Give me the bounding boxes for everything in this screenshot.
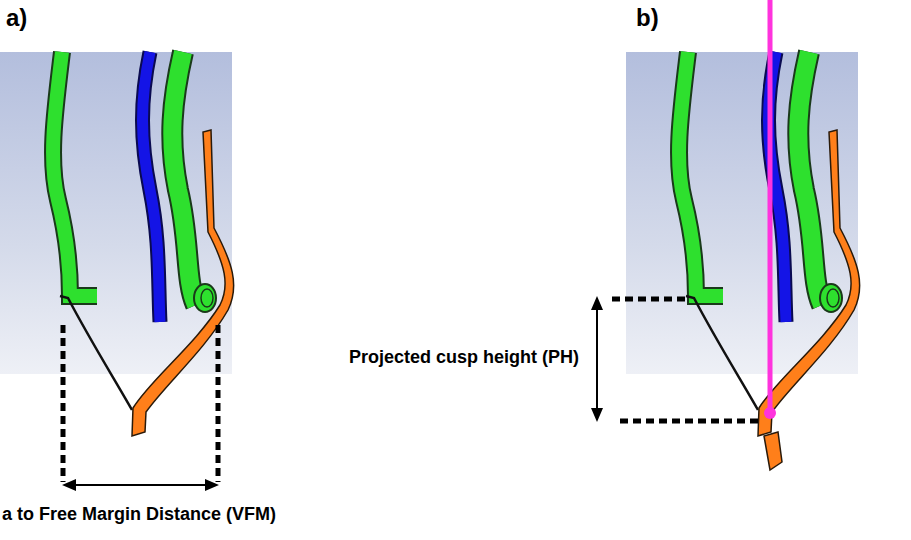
dotted-guide: [620, 419, 762, 424]
projection-line: [768, 0, 773, 412]
dotted-guide: [216, 325, 221, 482]
panel-letter: a): [6, 4, 27, 32]
dotted-guide: [61, 325, 66, 482]
dimension-label: a to Free Margin Distance (VFM): [2, 504, 276, 525]
dotted-guide: [612, 297, 686, 302]
dimension-arrow: [72, 484, 209, 486]
panel-letter: b): [636, 4, 659, 32]
dimension-label: Projected cusp height (PH): [349, 347, 579, 368]
projection-point: [764, 407, 776, 419]
dimension-arrow: [596, 306, 598, 412]
